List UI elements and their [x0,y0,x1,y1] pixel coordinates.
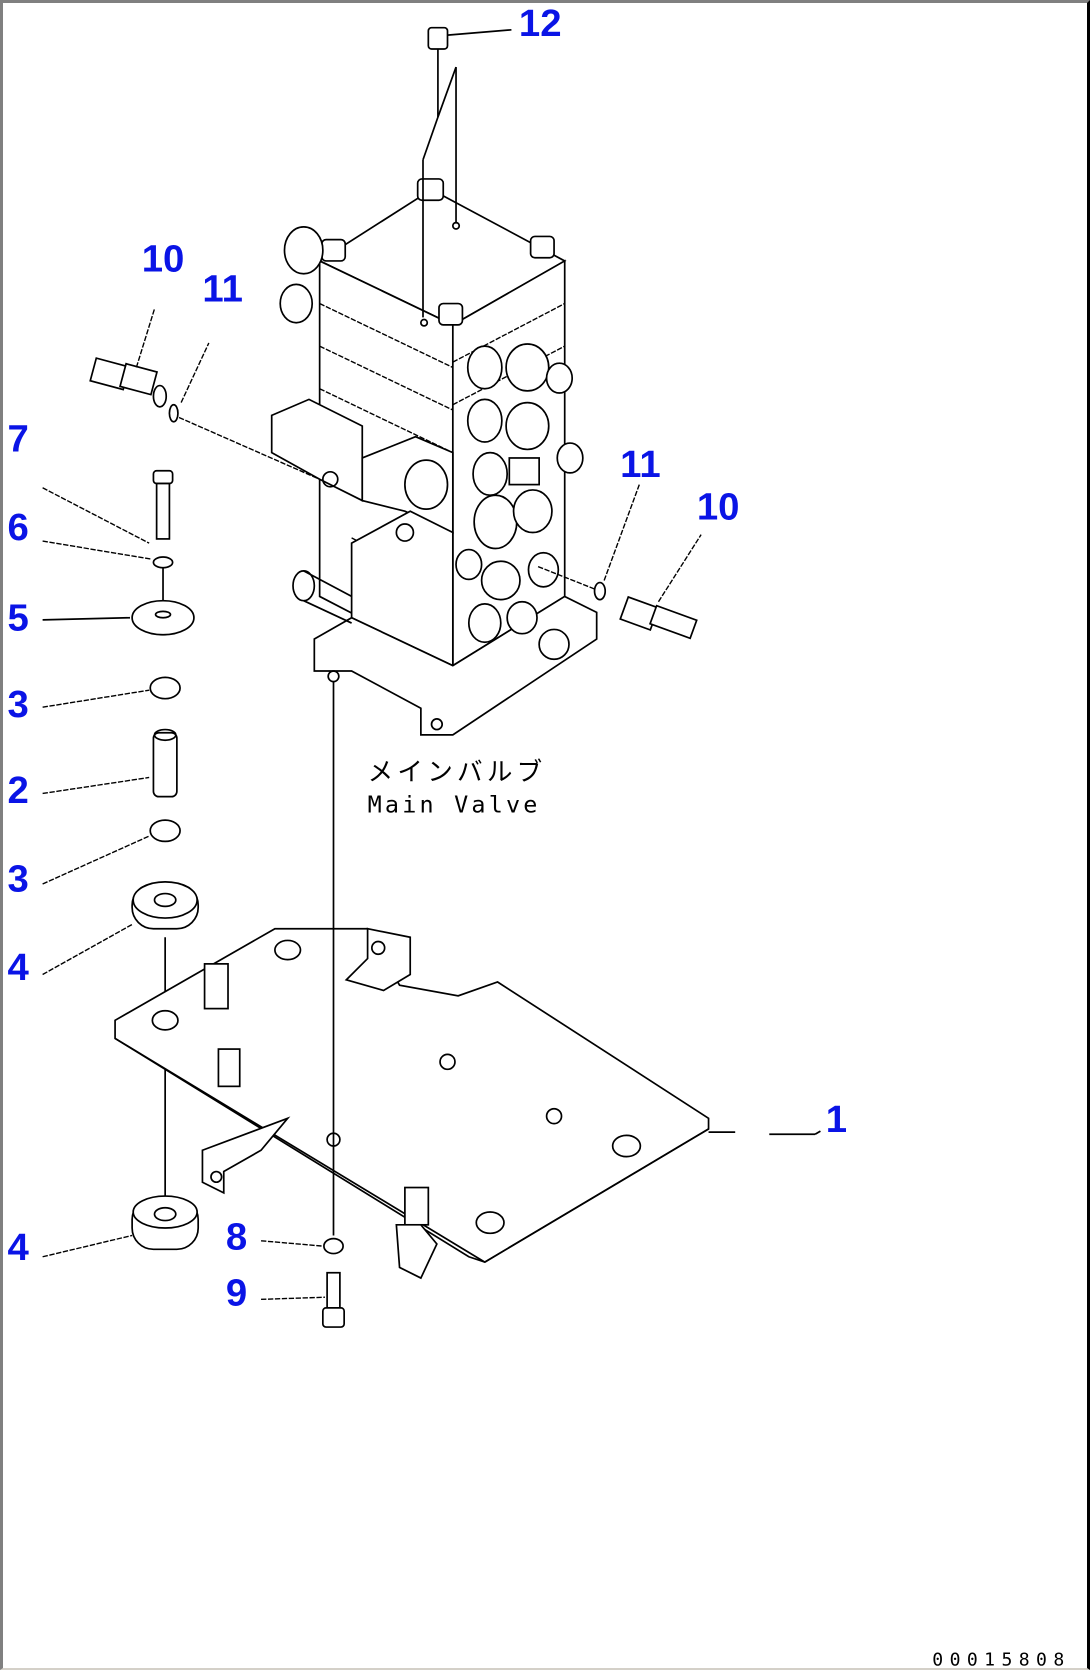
part-7-bolt [42,469,174,544]
callout-12: 12 [519,2,562,45]
callout-3-lower: 3 [7,857,28,900]
connector-block [508,457,540,486]
callout-labels: 12 10 11 11 10 7 6 5 3 2 3 4 1 4 8 9 [7,2,847,1315]
callout-4-lower: 4 [7,1226,29,1269]
part-8-washer [260,1237,344,1255]
callout-2: 2 [7,769,28,812]
callout-6: 6 [7,506,28,549]
part-12-plug [422,26,512,318]
part-10-right-sensor [619,534,702,640]
callout-1: 1 [826,1098,847,1141]
callout-9: 9 [226,1272,247,1315]
clip [217,1048,241,1088]
callout-4-upper: 4 [7,946,29,989]
part-3-lower-oring [42,819,181,885]
part-2-collar [42,728,178,798]
callout-11-left: 11 [202,267,243,310]
part-10-left-sensor [89,308,168,408]
callout-10-left: 10 [142,238,185,281]
part-5-plate-washer [42,599,195,636]
part-4-upper-cushion [42,881,200,1209]
document-number: 00015808 [932,1650,1070,1670]
callout-8: 8 [226,1215,247,1258]
callout-10-right: 10 [697,486,740,529]
lower-block [350,510,454,668]
bracket-leg [201,1116,291,1195]
callout-11-right: 11 [620,443,661,486]
callout-7: 7 [7,418,28,461]
part-4-lower-cushion [42,1195,200,1258]
clip [404,1186,430,1226]
top-bolt [529,235,555,259]
bracket-leg-2 [395,1223,438,1280]
solenoid-valves [455,343,584,661]
stud [203,963,229,1010]
part-11-right-oring [537,484,640,601]
part-3-upper-oring [42,676,181,708]
top-bolt [438,302,464,326]
top-bolt [416,178,445,202]
part-1-mounting-bracket [114,927,821,1280]
caption-japanese: メインバルブ [368,758,547,788]
part-6-washer [42,540,174,613]
main-valve-assembly [270,178,598,736]
bracket-tab [344,927,412,992]
callout-3-upper: 3 [7,683,28,726]
caption-english: Main Valve [368,791,541,819]
part-9-bolt [261,1271,346,1328]
callout-5: 5 [7,597,28,640]
part-11-left-oring [168,342,320,480]
top-bolt [320,238,347,262]
